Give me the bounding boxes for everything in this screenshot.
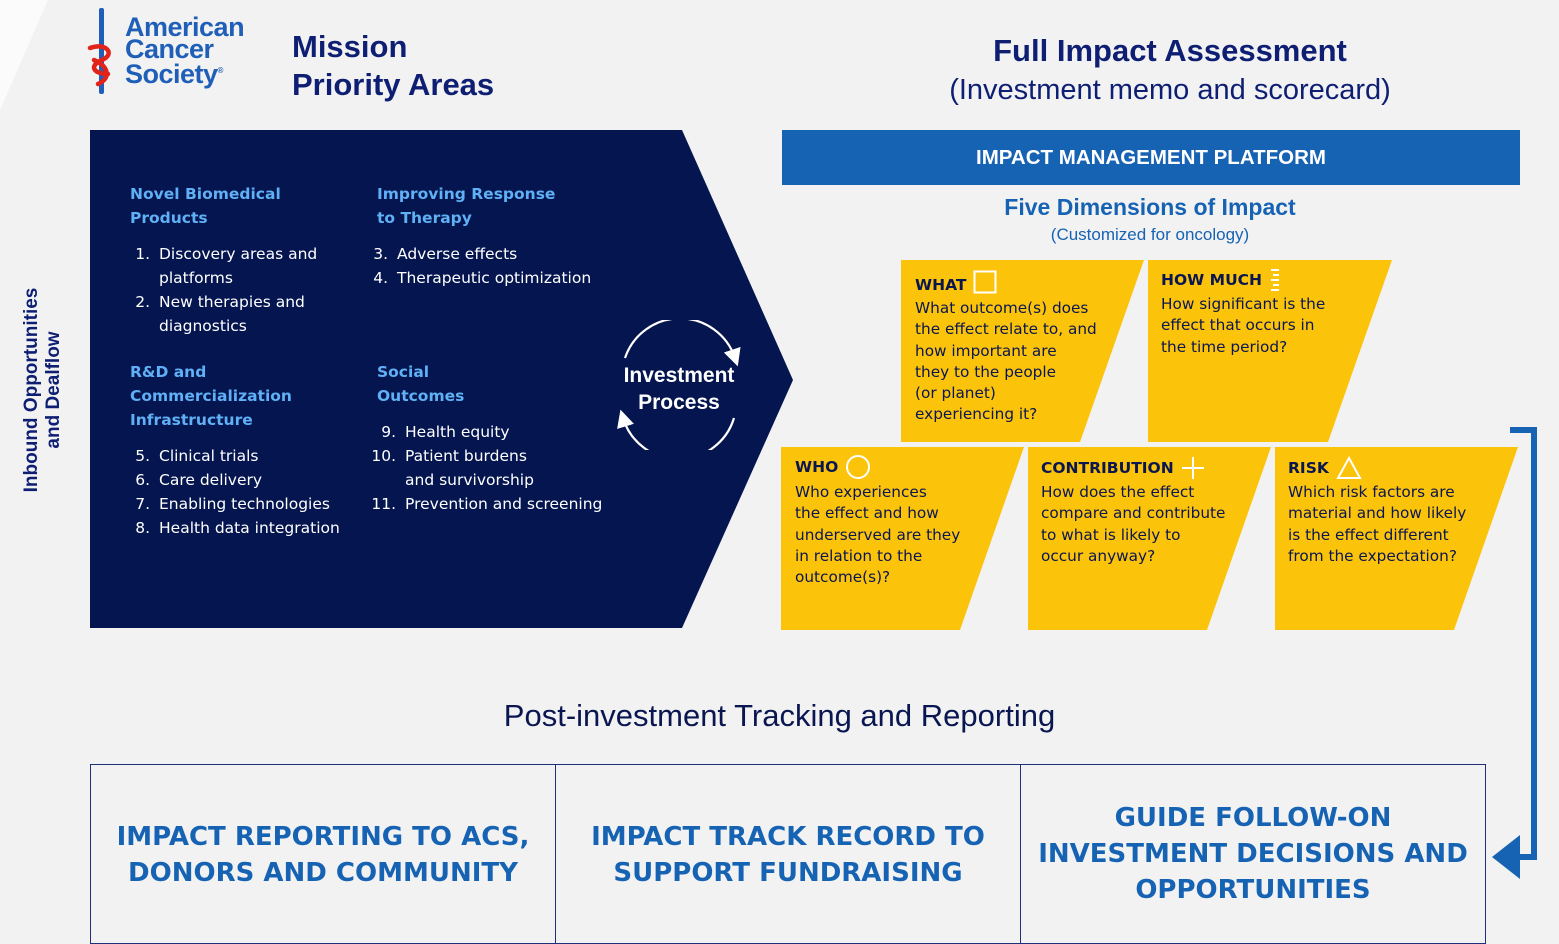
area-list: 3.Adverse effects 4.Therapeutic optimiza… (360, 242, 627, 290)
assessment-subtitle: (Investment memo and scorecard) (949, 74, 1391, 106)
list-item: 9.Health equity (381, 423, 510, 441)
dimension-label: CONTRIBUTION (1041, 456, 1251, 480)
mission-title: Mission Priority Areas (292, 28, 494, 104)
dimension-label: HOW MUCH (1161, 268, 1376, 292)
area-list: 5.Clinical trials 6.Care delivery 7.Enab… (122, 444, 370, 540)
circle-icon (846, 455, 871, 479)
list-item: 4.Therapeutic optimization (373, 269, 592, 287)
outputs-table: IMPACT REPORTING TO ACS,DONORS AND COMMU… (90, 764, 1486, 944)
list-item: 3.Adverse effects (373, 245, 518, 263)
list-item: 7.Enabling technologies (135, 495, 330, 513)
investment-process-label: Investment Process (600, 362, 758, 416)
dimension-label: WHAT (915, 270, 1130, 294)
list-item: 11.Prevention and screening (371, 495, 603, 513)
cycle-arrows-icon (617, 320, 741, 450)
plus-icon (1181, 457, 1204, 479)
platform-bar: IMPACT MANAGEMENT PLATFORM (782, 130, 1520, 185)
list-item: 8.Health data integration (135, 519, 340, 537)
connector-arrow (1510, 427, 1537, 860)
logo-line-2: Cancer (125, 34, 214, 64)
dimension-shape-who (781, 447, 1024, 630)
list-item: 6.Care delivery (135, 471, 263, 489)
list-item: 5.Clinical trials (135, 447, 259, 465)
dimension-shape-risk (1275, 447, 1518, 630)
five-dimensions-title: Five Dimensions of Impact (1004, 194, 1296, 220)
mission-title-line-2: Priority Areas (292, 67, 495, 102)
platform-label: IMPACT MANAGEMENT PLATFORM (976, 145, 1326, 169)
mission-areas-panel (90, 130, 793, 628)
dimension-shape-what (901, 260, 1144, 442)
process-line-2: Process (638, 391, 720, 414)
dimension-shape-contribution (1028, 447, 1271, 630)
post-investment-title: Post-investment Tracking and Reporting (503, 698, 1056, 733)
assessment-title: Full Impact Assessment (993, 33, 1347, 68)
acs-logo-icon (87, 8, 111, 94)
scale-icon (1271, 269, 1279, 291)
mission-title-line-1: Mission (292, 29, 408, 64)
logo-line-3: Society® (125, 59, 223, 89)
triangle-icon (1336, 456, 1362, 479)
connector-arrowhead (1492, 835, 1520, 879)
dimension-label: WHO (795, 454, 995, 480)
logo-line-1: American (125, 12, 245, 42)
dimension-label: RISK (1288, 456, 1498, 480)
output-impact-reporting: IMPACT REPORTING TO ACS,DONORS AND COMMU… (91, 765, 556, 943)
five-dimensions-subtitle: (Customized for oncology) (1050, 225, 1250, 244)
square-icon (973, 270, 997, 294)
acs-logo-text: American Cancer Society® (125, 12, 245, 89)
corner-wedge (0, 0, 48, 110)
process-line-1: Investment (623, 364, 735, 387)
dimension-shape-how-much (1148, 260, 1392, 442)
